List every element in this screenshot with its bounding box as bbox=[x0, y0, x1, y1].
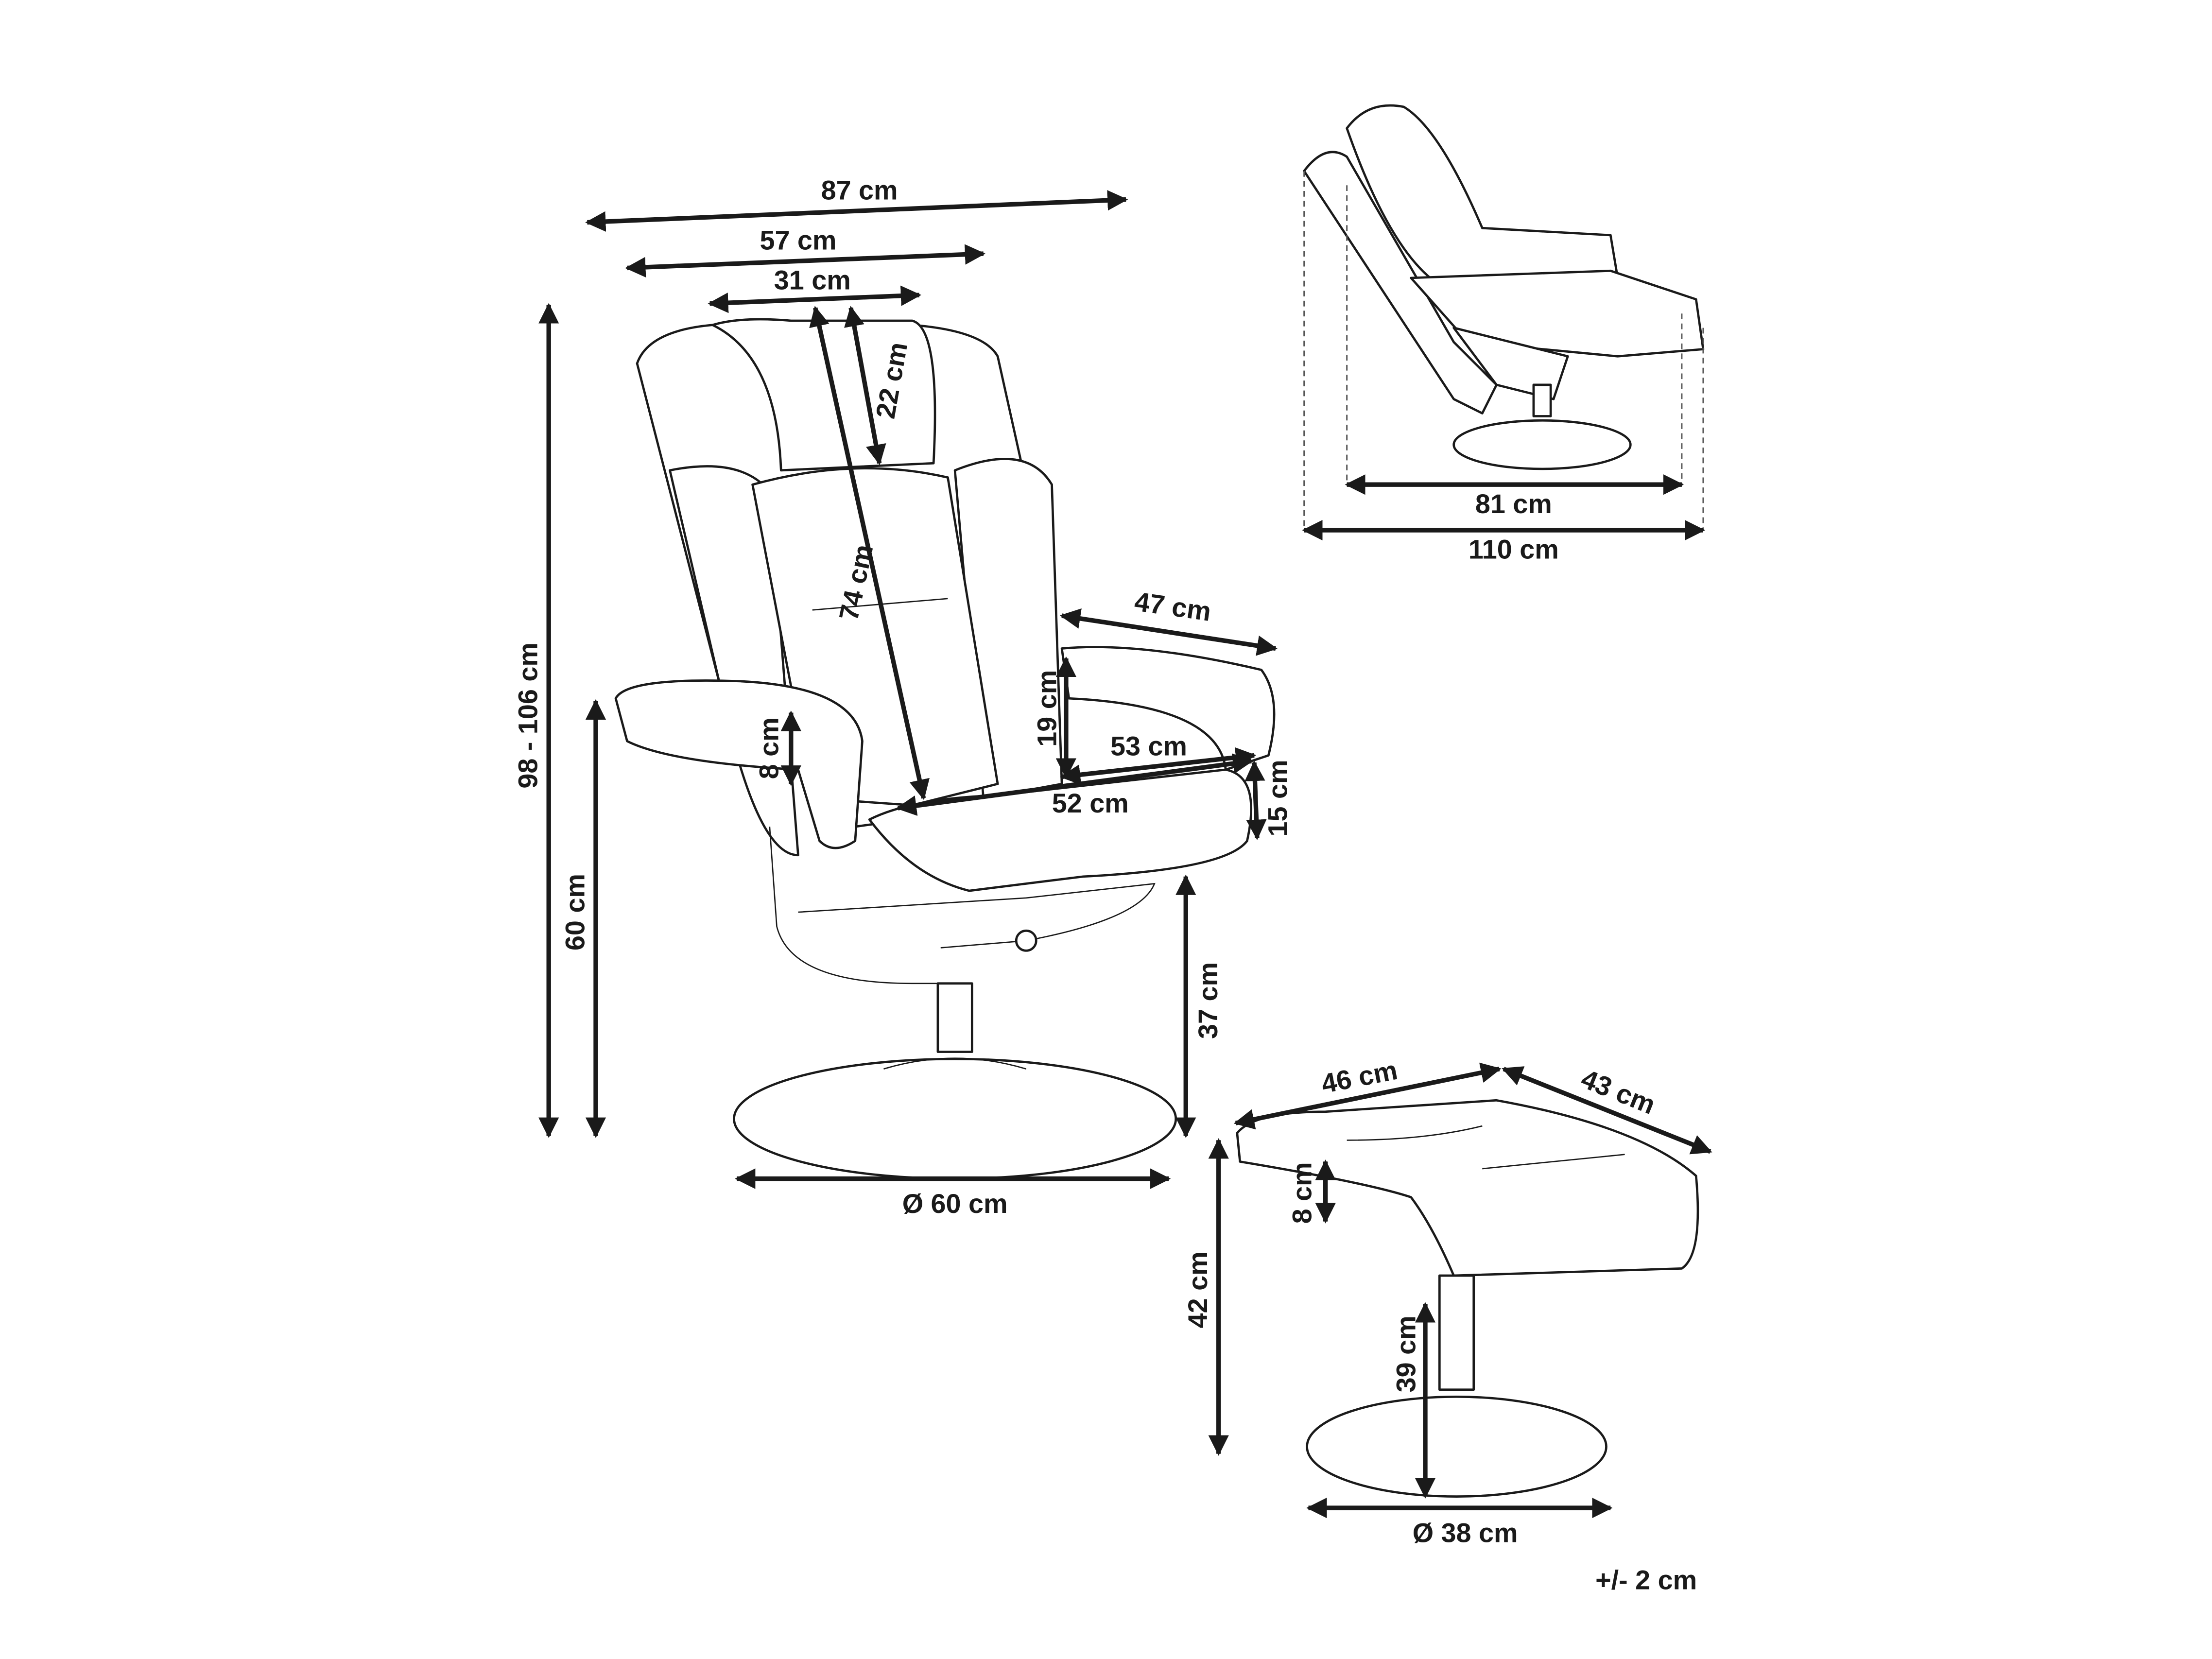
tolerance-note: +/- 2 cm bbox=[1595, 1565, 1697, 1595]
label-ottoman-stem-height: 39 cm bbox=[1391, 1315, 1421, 1392]
label-seat-height: 37 cm bbox=[1193, 962, 1223, 1039]
label-armrest-above-seat: 19 cm bbox=[1032, 670, 1062, 747]
ottoman bbox=[1236, 1099, 1699, 1498]
label-ottoman-height: 42 cm bbox=[1183, 1251, 1213, 1328]
recliner-chair-side-view bbox=[1303, 104, 1705, 531]
label-ottoman-depth: 43 cm bbox=[1577, 1063, 1659, 1120]
label-seat-area-width: 57 cm bbox=[760, 225, 836, 255]
label-total-width: 87 cm bbox=[821, 175, 898, 206]
label-ottoman-base-diameter: Ø 38 cm bbox=[1413, 1518, 1518, 1548]
label-seat-thickness: 15 cm bbox=[1262, 760, 1293, 836]
label-seat-width-back: 53 cm bbox=[1110, 731, 1187, 761]
label-base-diameter: Ø 60 cm bbox=[902, 1189, 1008, 1219]
label-reclined-total-depth: 110 cm bbox=[1469, 535, 1559, 565]
label-armrest-depth: 47 cm bbox=[1133, 587, 1213, 627]
label-ottoman-cushion: 8 cm bbox=[1287, 1162, 1317, 1224]
label-headrest-width: 31 cm bbox=[774, 265, 851, 295]
label-seat-width-front: 52 cm bbox=[1052, 788, 1129, 818]
label-reclined-base-depth: 81 cm bbox=[1475, 489, 1552, 519]
label-armrest-height: 60 cm bbox=[560, 874, 590, 950]
label-armrest-thickness: 8 cm bbox=[754, 717, 784, 779]
label-total-height: 98 - 106 cm bbox=[513, 642, 543, 788]
dimension-lines bbox=[538, 190, 1712, 1519]
